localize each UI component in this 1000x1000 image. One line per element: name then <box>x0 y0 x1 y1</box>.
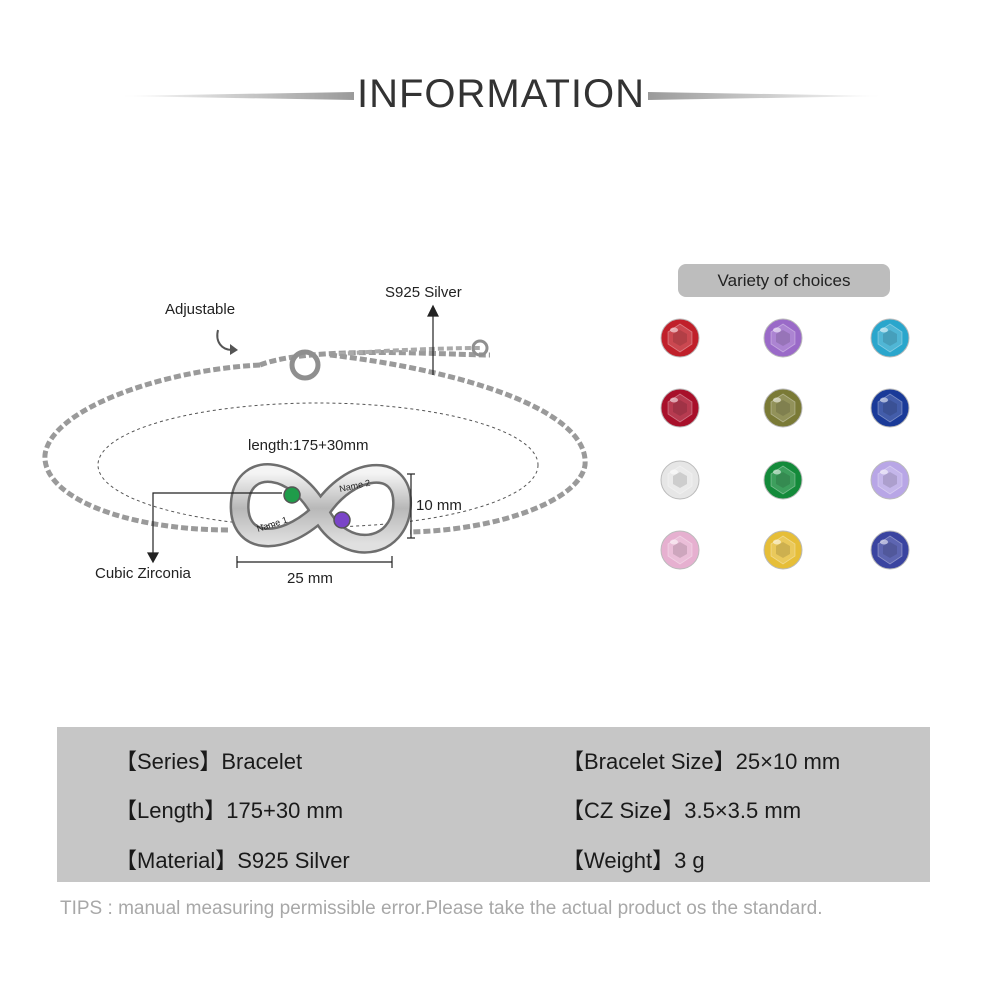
chain-right-loop <box>329 352 588 535</box>
spec-series: 【Series】Bracelet <box>115 749 303 774</box>
spec-cz-size: 【CZ Size】3.5×3.5 mm <box>562 798 802 823</box>
extension-ring <box>471 339 489 357</box>
title-row: INFORMATION <box>0 70 1000 120</box>
chain-back-strand <box>259 350 491 368</box>
title-decoration-right <box>648 92 884 100</box>
variety-of-choices-badge: Variety of choices <box>678 264 890 297</box>
length-label: length:175+30mm <box>248 437 369 454</box>
stone-label: Cubic Zirconia <box>95 565 191 582</box>
adjustable-label: Adjustable <box>165 301 236 318</box>
dimension-lines <box>146 304 439 568</box>
aquamarine-gem-icon <box>870 318 910 358</box>
length-ellipse <box>97 402 539 528</box>
spec-bracelet-size: 【Bracelet Size】25×10 mm <box>562 749 841 774</box>
infinity-charm: Name 1 Name 2 <box>229 463 412 554</box>
tanzanite-gem-icon <box>870 530 910 570</box>
spec-material: 【Material】S925 Silver <box>115 848 350 873</box>
right-stone <box>333 511 351 529</box>
height-label: 10 mm <box>416 497 462 514</box>
birthstone-grid <box>640 312 940 582</box>
clasp-ring <box>289 349 321 381</box>
ruby-gem-icon <box>660 388 700 428</box>
bracelet-illustration: Name 1 Name 2 <box>42 304 588 568</box>
alexandrite-gem-icon <box>870 460 910 500</box>
chain-extension <box>329 346 481 357</box>
adjustable-arrow <box>216 329 233 351</box>
width-label: 25 mm <box>287 570 333 587</box>
material-label: S925 Silver <box>385 284 462 301</box>
title-decoration-left <box>118 92 354 100</box>
sapphire-gem-icon <box>870 388 910 428</box>
page-title: INFORMATION <box>356 72 645 116</box>
pink-tourmaline-gem-icon <box>660 530 700 570</box>
peridot-gem-icon <box>763 388 803 428</box>
emerald-gem-icon <box>763 460 803 500</box>
spec-length: 【Length】175+30 mm <box>115 798 344 823</box>
amethyst-gem-icon <box>763 318 803 358</box>
diamond-gem-icon <box>660 460 700 500</box>
garnet-gem-icon <box>660 318 700 358</box>
left-stone <box>283 486 301 504</box>
spec-weight: 【Weight】3 g <box>562 848 705 873</box>
chain-outer-loop <box>42 362 261 533</box>
tips-note: TIPS : manual measuring permissible erro… <box>60 898 823 919</box>
topaz-gem-icon <box>763 530 803 570</box>
spec-panel: 【Series】Bracelet 【Length】175+30 mm 【Mate… <box>57 727 930 882</box>
